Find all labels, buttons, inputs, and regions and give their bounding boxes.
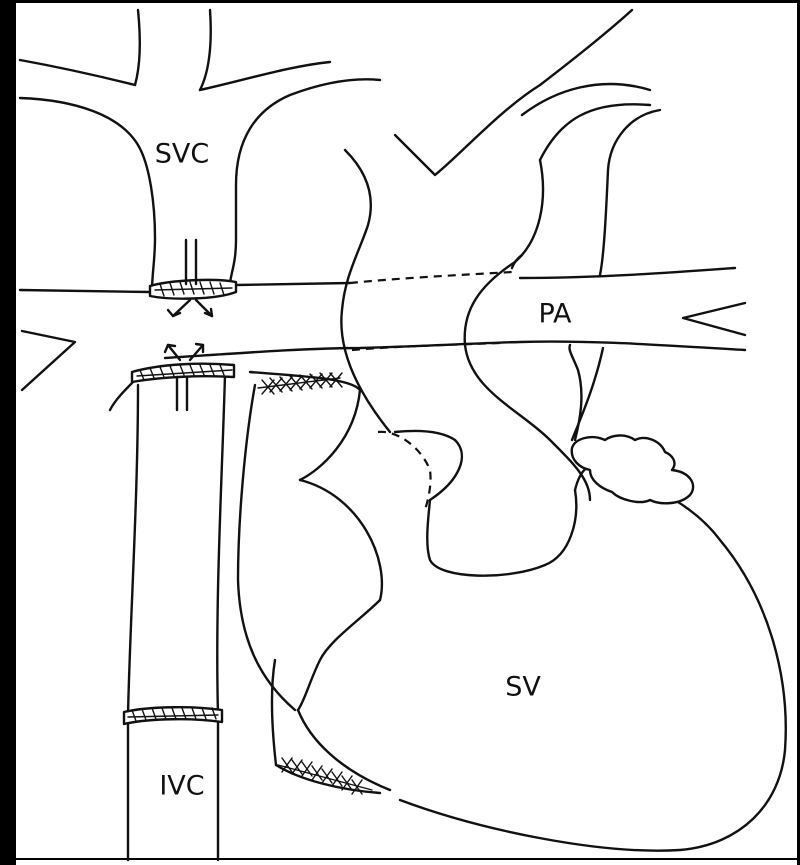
heart-outline	[238, 345, 786, 851]
pa-vessel	[20, 268, 745, 390]
svc-anastomosis-suture	[150, 280, 236, 299]
sv-label: SV	[505, 672, 541, 703]
atrial-stitches-bottom	[278, 758, 372, 794]
top-border	[0, 0, 800, 3]
ligation-marks	[177, 240, 196, 410]
pa-label: PA	[538, 299, 572, 330]
ivc-label: IVC	[159, 771, 204, 802]
aorta	[341, 10, 660, 432]
left-border	[0, 0, 16, 865]
ivc-anastomosis-suture	[132, 364, 234, 382]
pa-dashed-upper	[350, 272, 512, 283]
svc-label: SVC	[155, 139, 209, 170]
conduit-suture	[124, 707, 222, 724]
flow-arrows	[165, 300, 212, 360]
